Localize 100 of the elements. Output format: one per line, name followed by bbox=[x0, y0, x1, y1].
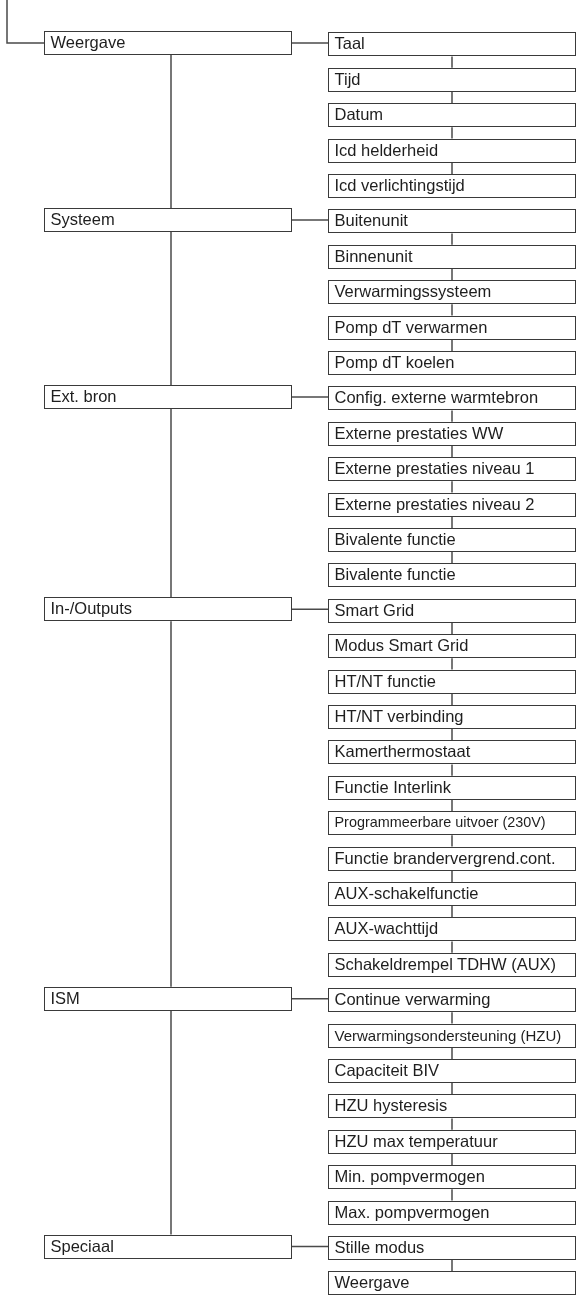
menu-box bbox=[328, 775, 576, 800]
menu-box bbox=[328, 209, 576, 234]
menu-label: Max. pompvermogen bbox=[334, 1201, 490, 1223]
connector-line bbox=[451, 1046, 453, 1060]
menu-box bbox=[44, 30, 292, 55]
connector-line bbox=[451, 338, 453, 352]
menu-box bbox=[328, 32, 576, 57]
menu-label: Tijd bbox=[334, 68, 361, 90]
menu-label: Stille modus bbox=[334, 1237, 425, 1258]
connector-line bbox=[291, 42, 329, 44]
menu-box bbox=[328, 421, 576, 446]
menu-label: ISM bbox=[50, 987, 80, 1009]
connector-line bbox=[451, 515, 453, 529]
connector-line bbox=[451, 1117, 453, 1131]
menu-box bbox=[328, 882, 576, 906]
menu-label: Functie Interlink bbox=[334, 776, 451, 798]
menu-label: Min. pompvermogen bbox=[334, 1166, 485, 1188]
menu-box bbox=[328, 1236, 576, 1260]
connector-line bbox=[451, 1153, 453, 1166]
connector-line bbox=[451, 480, 453, 494]
menu-box bbox=[44, 1234, 292, 1259]
connector-line bbox=[451, 161, 453, 175]
menu-box bbox=[328, 1271, 576, 1295]
connector-line bbox=[291, 608, 329, 611]
menu-label: Schakeldrempel TDHW (AUX) bbox=[334, 953, 557, 975]
menu-box bbox=[328, 811, 576, 836]
menu-box bbox=[328, 563, 576, 588]
menu-label: Bivalente functie bbox=[334, 564, 456, 586]
menu-box bbox=[328, 528, 576, 552]
menu-label: Buitenunit bbox=[334, 210, 408, 232]
connector-line bbox=[451, 1011, 453, 1025]
menu-label: Weergave bbox=[50, 31, 126, 53]
connector-line bbox=[451, 1082, 453, 1096]
menu-box bbox=[328, 846, 576, 871]
menu-box bbox=[328, 1059, 576, 1083]
menu-box bbox=[328, 103, 576, 128]
menu-label: Functie brandervergrend.cont. bbox=[334, 847, 556, 869]
menu-box bbox=[328, 598, 576, 623]
connector-line bbox=[451, 1188, 453, 1202]
menu-box bbox=[328, 492, 576, 517]
connector-line bbox=[451, 728, 453, 742]
connector-line bbox=[451, 692, 453, 706]
connector-line bbox=[291, 997, 329, 1000]
connector-line bbox=[451, 445, 453, 458]
connector-line bbox=[451, 126, 453, 140]
connector-line bbox=[170, 1009, 172, 1236]
menu-box bbox=[328, 315, 576, 340]
connector-line bbox=[451, 940, 453, 954]
menu-label: Verwarmingsondersteuning (HZU) bbox=[334, 1025, 562, 1046]
menu-box bbox=[328, 952, 576, 977]
menu-box bbox=[44, 597, 292, 622]
menu-box bbox=[328, 705, 576, 729]
menu-label: Kamerthermostaat bbox=[334, 741, 471, 763]
menu-label: Capaciteit BIV bbox=[334, 1060, 440, 1081]
connector-line bbox=[170, 620, 172, 988]
menu-label: Externe prestaties niveau 1 bbox=[334, 458, 535, 480]
menu-label: Verwarmingssysteem bbox=[334, 281, 492, 303]
menu-box bbox=[328, 669, 576, 694]
menu-box bbox=[328, 1129, 576, 1154]
connector-line bbox=[451, 91, 453, 104]
connector-line bbox=[451, 657, 453, 671]
menu-box bbox=[328, 1094, 576, 1119]
menu-box bbox=[328, 1023, 576, 1048]
connector-line bbox=[451, 303, 453, 317]
connector-line bbox=[6, 0, 45, 44]
connector-line bbox=[451, 232, 453, 246]
connector-line bbox=[451, 409, 453, 423]
menu-label: Smart Grid bbox=[334, 599, 415, 621]
menu-label: AUX-schakelfunctie bbox=[334, 883, 479, 904]
menu-label: Config. externe warmtebron bbox=[334, 387, 539, 409]
connector-line bbox=[451, 1259, 453, 1273]
menu-box bbox=[44, 207, 292, 232]
connector-line bbox=[291, 219, 329, 221]
connector-line bbox=[291, 1245, 329, 1248]
menu-label: Taal bbox=[334, 33, 365, 55]
menu-label: HZU max temperatuur bbox=[334, 1130, 498, 1152]
menu-label: Icd helderheid bbox=[334, 139, 439, 161]
menu-label: HT/NT functie bbox=[334, 670, 436, 692]
connector-line bbox=[451, 55, 453, 69]
menu-label: Programmeerbare uitvoer (230V) bbox=[334, 813, 546, 833]
menu-box bbox=[328, 1200, 576, 1225]
menu-label: Pomp dT verwarmen bbox=[334, 316, 488, 338]
menu-label: Ext. bron bbox=[50, 385, 117, 407]
connector-line bbox=[170, 54, 172, 209]
menu-label: Externe prestaties WW bbox=[334, 422, 504, 444]
menu-box bbox=[328, 244, 576, 269]
menu-label: HT/NT verbinding bbox=[334, 706, 464, 727]
menu-box bbox=[328, 138, 576, 163]
menu-box bbox=[328, 740, 576, 765]
connector-line bbox=[291, 396, 329, 398]
menu-label: Modus Smart Grid bbox=[334, 635, 469, 657]
menu-box bbox=[328, 634, 576, 659]
menu-label: Externe prestaties niveau 2 bbox=[334, 493, 535, 515]
menu-box bbox=[328, 386, 576, 411]
menu-label: AUX-wachttijd bbox=[334, 918, 439, 940]
connector-line bbox=[451, 834, 453, 848]
menu-label: Speciaal bbox=[50, 1235, 114, 1257]
connector-line bbox=[451, 799, 453, 812]
connector-line bbox=[451, 622, 453, 635]
connector-line bbox=[451, 763, 453, 777]
